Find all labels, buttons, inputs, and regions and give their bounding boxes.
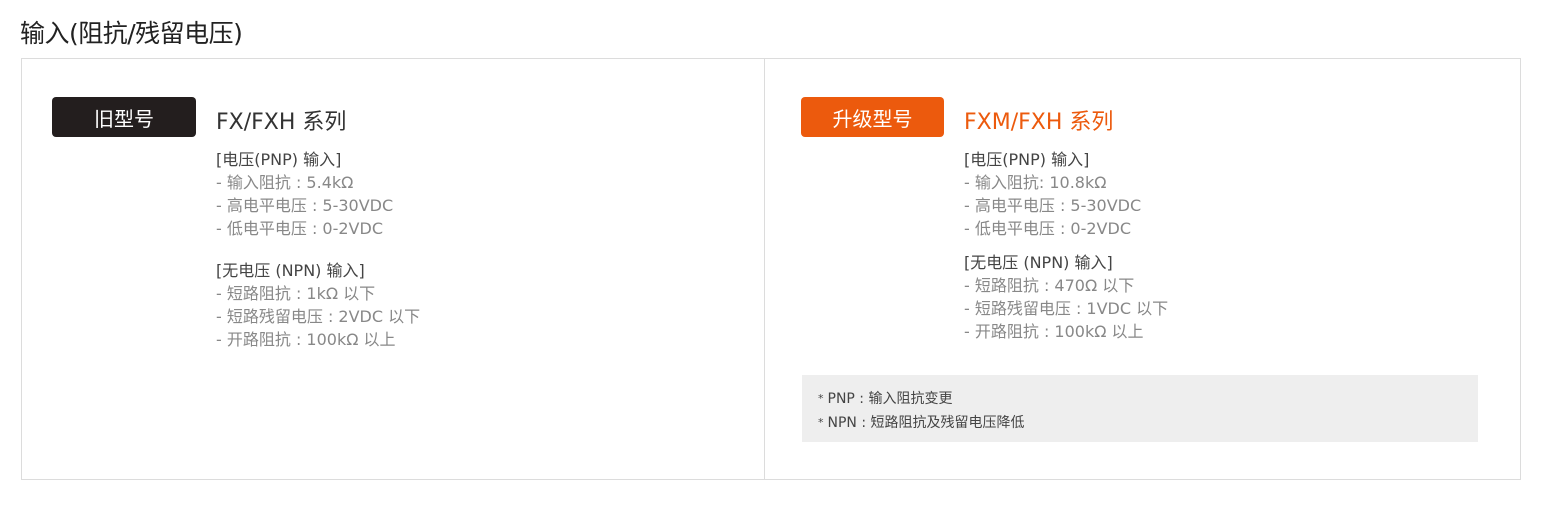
change-note-box: *PNP : 输入阻抗变更 *NPN : 短路阻抗及残留电压降低 <box>802 375 1478 442</box>
spec-line: - 输入阻抗 : 5.4kΩ <box>216 173 354 192</box>
spec-line: - 高电平电压 : 5-30VDC <box>216 196 394 215</box>
old-pnp-group: [电压(PNP) 输入] - 输入阻抗 : 5.4kΩ - 高电平电压 : 5-… <box>216 148 420 240</box>
spec-line: - 开路阻抗 : 100kΩ 以上 <box>216 330 396 349</box>
spec-line: - 低电平电压 : 0-2VDC <box>216 219 383 238</box>
old-pnp-heading: [电压(PNP) 输入] <box>216 150 342 169</box>
comparison-box: 旧型号 FX/FXH 系列 [电压(PNP) 输入] - 输入阻抗 : 5.4k… <box>21 58 1521 480</box>
new-pnp-heading: [电压(PNP) 输入] <box>964 150 1090 169</box>
new-model-badge: 升级型号 <box>801 97 944 137</box>
spec-line: - 高电平电压 : 5-30VDC <box>964 196 1142 215</box>
old-npn-heading: [无电压 (NPN) 输入] <box>216 261 365 280</box>
note-line: *PNP : 输入阻抗变更 <box>818 387 1478 411</box>
new-model-panel: 升级型号 FXM/FXH 系列 [电压(PNP) 输入] - 输入阻抗: 10.… <box>765 59 1521 479</box>
new-pnp-group: [电压(PNP) 输入] - 输入阻抗: 10.8kΩ - 高电平电压 : 5-… <box>964 148 1168 240</box>
old-model-badge: 旧型号 <box>52 97 196 137</box>
page-title: 输入(阻抗/残留电压) <box>20 19 243 48</box>
old-npn-group: [无电压 (NPN) 输入] - 短路阻抗 : 1kΩ 以下 - 短路残留电压 … <box>216 259 420 351</box>
old-model-panel: 旧型号 FX/FXH 系列 [电压(PNP) 输入] - 输入阻抗 : 5.4k… <box>22 59 764 479</box>
old-series-title: FX/FXH 系列 <box>216 110 347 135</box>
asterisk-icon: * <box>818 416 824 429</box>
spec-line: - 低电平电压 : 0-2VDC <box>964 219 1131 238</box>
spec-line: - 短路残留电压 : 2VDC 以下 <box>216 307 421 326</box>
new-npn-group: [无电压 (NPN) 输入] - 短路阻抗 : 470Ω 以下 - 短路残留电压… <box>964 251 1168 343</box>
note-line: *NPN : 短路阻抗及残留电压降低 <box>818 411 1478 435</box>
new-series-title: FXM/FXH 系列 <box>964 110 1114 135</box>
new-spec-list: [电压(PNP) 输入] - 输入阻抗: 10.8kΩ - 高电平电压 : 5-… <box>964 148 1168 343</box>
old-spec-list: [电压(PNP) 输入] - 输入阻抗 : 5.4kΩ - 高电平电压 : 5-… <box>216 148 420 351</box>
note-text: NPN : 短路阻抗及残留电压降低 <box>827 415 1025 431</box>
spec-line: - 短路阻抗 : 1kΩ 以下 <box>216 284 376 303</box>
spec-line: - 输入阻抗: 10.8kΩ <box>964 173 1107 192</box>
spec-line: - 短路残留电压 : 1VDC 以下 <box>964 299 1169 318</box>
note-text: PNP : 输入阻抗变更 <box>827 391 953 407</box>
spec-line: - 开路阻抗 : 100kΩ 以上 <box>964 322 1144 341</box>
new-npn-heading: [无电压 (NPN) 输入] <box>964 253 1113 272</box>
asterisk-icon: * <box>818 392 824 405</box>
column-divider <box>764 59 765 479</box>
spec-line: - 短路阻抗 : 470Ω 以下 <box>964 276 1135 295</box>
